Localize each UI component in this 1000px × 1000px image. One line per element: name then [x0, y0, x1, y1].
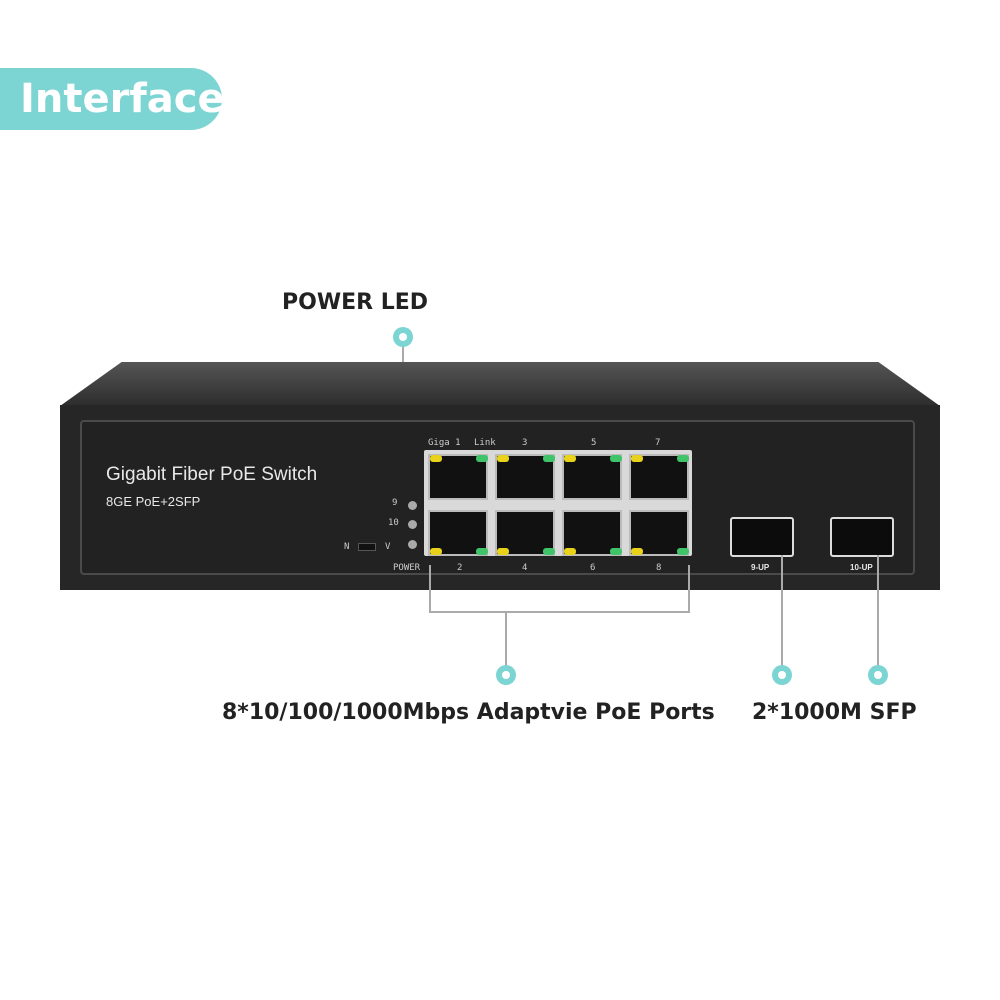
- switch-top-face: [60, 362, 940, 406]
- led-label-10: 10: [388, 518, 399, 528]
- port-led-yellow: [564, 455, 576, 462]
- port-led-green: [476, 455, 488, 462]
- switch-title: Gigabit Fiber PoE Switch: [106, 464, 318, 485]
- port-label-giga1: Giga 1: [428, 438, 461, 448]
- port-label-power: POWER: [393, 563, 421, 573]
- interface-badge: Interface: [0, 68, 225, 130]
- port-led-green: [610, 455, 622, 462]
- sfp10-callout-line: [877, 555, 879, 667]
- bracket-right: [688, 565, 690, 613]
- switch-label-n: N: [344, 542, 350, 552]
- port-led-yellow: [430, 455, 442, 462]
- port-label-2: 2: [457, 563, 463, 573]
- port-led-green: [543, 548, 555, 555]
- sfp-label-9: 9-UP: [751, 563, 770, 572]
- port-led-yellow: [631, 548, 643, 555]
- led-9: [408, 501, 417, 510]
- switch-label-v: V: [385, 542, 391, 552]
- port-led-green: [677, 455, 689, 462]
- sfp-port-10[interactable]: [830, 517, 894, 557]
- sfp10-marker: [868, 665, 888, 685]
- poe-ports-callout: 8*10/100/1000Mbps Adaptvie PoE Ports: [222, 700, 715, 725]
- port-led-yellow: [631, 455, 643, 462]
- port-led-green: [543, 455, 555, 462]
- port-label-6: 6: [590, 563, 596, 573]
- poe-callout-line: [505, 611, 507, 667]
- port-label-8: 8: [656, 563, 662, 573]
- sfp9-callout-line: [781, 555, 783, 667]
- port-led-green: [610, 548, 622, 555]
- port-label-link: Link: [474, 438, 496, 448]
- led-label-9: 9: [392, 498, 398, 508]
- poe-ports-marker: [496, 665, 516, 685]
- port-led-yellow: [430, 548, 442, 555]
- port-led-green: [476, 548, 488, 555]
- switch-model: 8GE PoE+2SFP: [106, 494, 201, 509]
- power-led-callout: POWER LED: [282, 290, 429, 315]
- led-10: [408, 520, 417, 529]
- port-led-green: [677, 548, 689, 555]
- port-label-4: 4: [522, 563, 528, 573]
- sfp-port-9[interactable]: [730, 517, 794, 557]
- port-led-yellow: [497, 548, 509, 555]
- sfp-label-10: 10-UP: [850, 563, 873, 572]
- bracket-left: [429, 565, 431, 613]
- power-led-marker: [393, 327, 413, 347]
- power-led: [408, 540, 417, 549]
- port-label-3: 3: [522, 438, 528, 448]
- port-label-5: 5: [591, 438, 597, 448]
- voltage-switch[interactable]: [358, 543, 376, 551]
- sfp9-marker: [772, 665, 792, 685]
- port-led-yellow: [497, 455, 509, 462]
- sfp-callout: 2*1000M SFP: [752, 700, 917, 725]
- port-label-7: 7: [655, 438, 661, 448]
- bracket-bottom: [429, 611, 690, 613]
- port-led-yellow: [564, 548, 576, 555]
